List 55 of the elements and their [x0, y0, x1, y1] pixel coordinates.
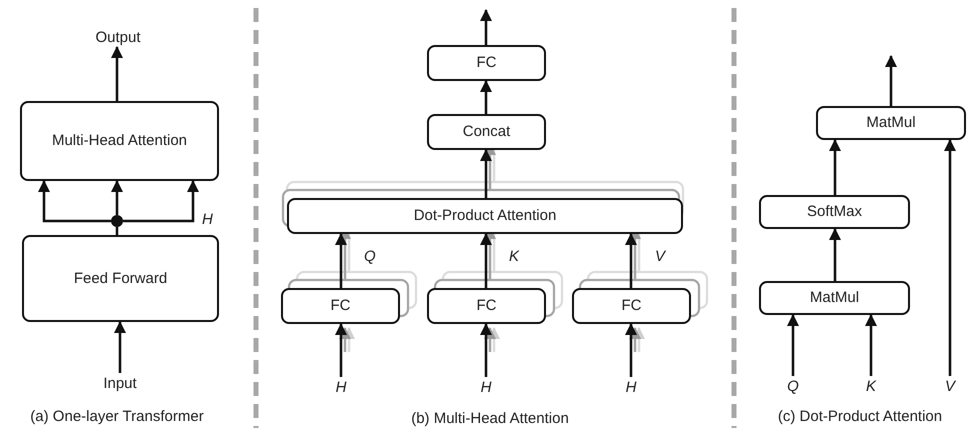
box-label: FC	[330, 297, 350, 315]
junction-dot	[111, 215, 123, 227]
arrow	[111, 46, 123, 101]
layer-box	[427, 45, 546, 81]
arrow	[335, 233, 347, 288]
attention-box	[287, 198, 683, 234]
layer-box	[427, 114, 546, 150]
arrow	[625, 233, 637, 288]
output-label: Output	[88, 27, 148, 47]
attention-box	[20, 101, 219, 181]
variable-label: H	[477, 377, 495, 397]
arrow	[480, 233, 492, 288]
arrow	[829, 228, 841, 281]
arrow	[123, 180, 199, 222]
arrow	[480, 323, 492, 377]
operation-box	[759, 195, 910, 229]
arrow	[38, 180, 111, 222]
layer-box	[427, 288, 546, 324]
panel-caption: (b) Multi-Head Attention	[411, 410, 569, 427]
panel-caption: (c) Dot-Product Attention	[778, 408, 942, 425]
box-label: Feed Forward	[74, 270, 168, 288]
variable-label: H	[622, 377, 640, 397]
box-label: FC	[622, 297, 642, 315]
arrow	[829, 139, 841, 195]
variable-label: K	[862, 376, 880, 396]
operation-box	[816, 106, 966, 140]
arrow	[114, 321, 126, 373]
arrow	[480, 149, 492, 198]
arrow	[944, 139, 956, 376]
box-label: MatMul	[866, 114, 916, 132]
input-label: Input	[93, 373, 147, 393]
arrow	[480, 9, 492, 45]
operation-box	[759, 281, 910, 315]
layer-box	[281, 288, 400, 324]
layer-box	[22, 235, 219, 322]
layer-box	[572, 288, 691, 324]
box-label: FC	[476, 297, 496, 315]
box-label: FC	[476, 54, 496, 72]
arrow	[865, 314, 877, 376]
box-label: MatMul	[810, 289, 860, 307]
arrow	[335, 323, 347, 377]
arrow	[885, 55, 897, 106]
arrow	[480, 80, 492, 114]
variable-label: V	[941, 376, 959, 396]
box-label: SoftMax	[806, 203, 862, 221]
box-label: Multi-Head Attention	[52, 132, 188, 150]
box-label: Concat	[462, 123, 510, 141]
variable-label: H	[332, 377, 350, 397]
edge-label: Q	[362, 248, 378, 265]
arrow	[625, 323, 637, 377]
panel-caption: (a) One-layer Transformer	[30, 408, 204, 425]
arrow	[787, 314, 799, 376]
variable-label: Q	[784, 376, 802, 396]
box-label: Dot-Product Attention	[414, 207, 556, 225]
arrow	[111, 180, 123, 215]
